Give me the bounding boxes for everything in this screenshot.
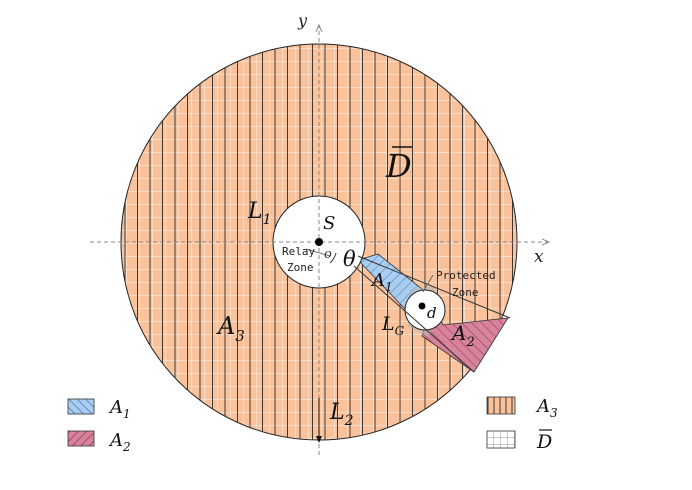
a3-label: A3 bbox=[216, 312, 245, 345]
protected-zone-label-line2: Zone bbox=[452, 286, 479, 299]
legend-label-a3: A3 bbox=[535, 396, 558, 420]
destination-node-d bbox=[418, 302, 426, 310]
legend-swatch-a2 bbox=[67, 430, 95, 447]
theta-angle-arc bbox=[329, 252, 337, 264]
protected-zone-label-line1: Protected bbox=[436, 269, 496, 282]
relay-leader-line bbox=[305, 248, 331, 257]
origin-label: o bbox=[324, 247, 332, 262]
wedge-edge-lower bbox=[353, 265, 475, 373]
legend-label-dbar: D bbox=[536, 431, 552, 453]
protected-zone-circle bbox=[404, 289, 446, 331]
relay-zone-label-line1: Relay bbox=[282, 245, 315, 258]
legend-swatch-dbar bbox=[486, 430, 516, 449]
legend-swatch-a1 bbox=[67, 398, 95, 415]
theta-label: θ bbox=[343, 247, 356, 271]
a1-label: A1 bbox=[370, 270, 393, 294]
a2-label: A2 bbox=[450, 321, 475, 350]
d-label: d bbox=[427, 304, 437, 322]
legend-swatch-a3 bbox=[486, 396, 516, 415]
l2-label: L2 bbox=[329, 400, 354, 429]
lg-label: LG bbox=[381, 313, 405, 338]
wedge-edge-upper bbox=[357, 255, 511, 319]
source-node-s bbox=[315, 238, 323, 246]
x-axis-label: x bbox=[534, 247, 544, 267]
relay-zone-label-line2: Zone bbox=[287, 261, 314, 274]
l1-label: L1 bbox=[247, 199, 272, 228]
y-axis-label: y bbox=[297, 11, 308, 30]
s-label: S bbox=[323, 213, 335, 234]
legend-label-a2: A2 bbox=[108, 430, 131, 454]
protected-leader-line bbox=[422, 274, 434, 293]
d-bar-label: D bbox=[385, 147, 412, 185]
legend-label-a1: A1 bbox=[108, 397, 131, 421]
